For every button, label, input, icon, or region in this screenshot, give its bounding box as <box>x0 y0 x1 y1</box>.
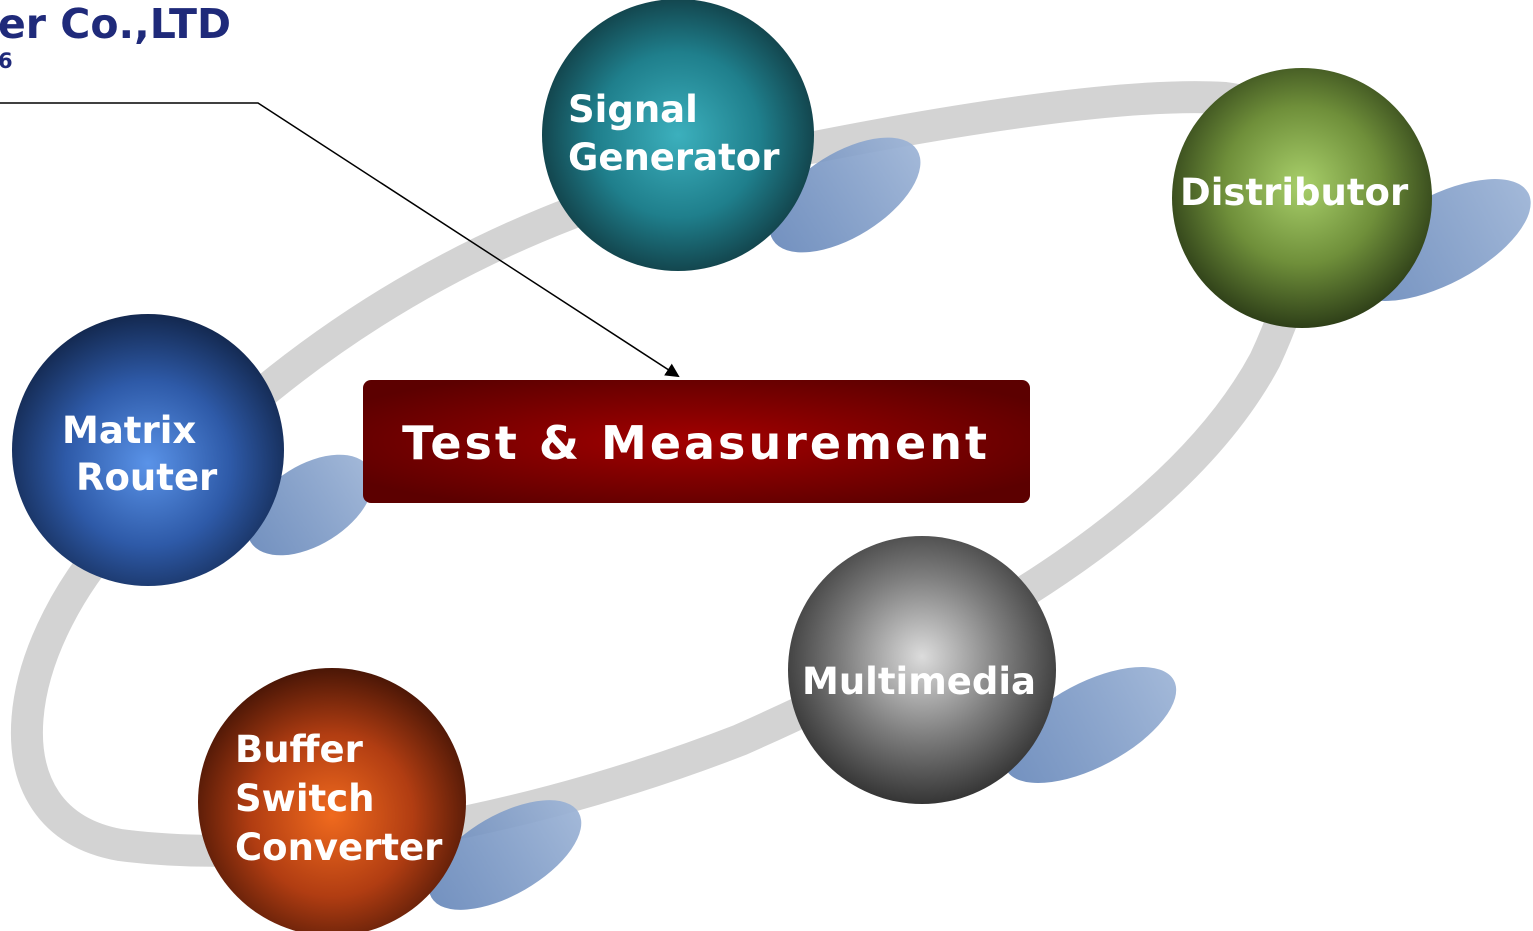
pointer-arrow <box>0 102 680 378</box>
company-name-text: er Co.,LTD <box>0 0 231 48</box>
matrix-router-label-line-1: Matrix <box>62 409 196 452</box>
signal-generator-node: Signal Generator <box>542 0 814 271</box>
buffer-label-line-1: Buffer <box>235 728 364 771</box>
multimedia-shadow <box>1003 666 1177 784</box>
signal-generator-label-line-2: Generator <box>568 136 780 179</box>
multimedia-node: Multimedia <box>788 536 1056 804</box>
test-measurement-label: Test & Measurement <box>402 416 990 470</box>
matrix-router-node: Matrix Router <box>12 314 284 586</box>
buffer-switch-converter-shadow <box>428 800 582 910</box>
buffer-label-line-3: Converter <box>235 826 443 869</box>
multimedia-label: Multimedia <box>802 660 1036 703</box>
buffer-switch-converter-node: Buffer Switch Converter <box>198 668 466 931</box>
distributor-node: Distributor <box>1172 68 1432 328</box>
company-subtext: 6 <box>0 49 13 73</box>
matrix-router-label-line-2: Router <box>76 456 218 499</box>
buffer-label-line-2: Switch <box>235 777 374 820</box>
signal-generator-label-line-1: Signal <box>568 88 698 131</box>
test-measurement-box: Test & Measurement <box>363 380 1030 503</box>
signal-generator-shadow <box>769 137 921 253</box>
distributor-label: Distributor <box>1180 171 1409 214</box>
